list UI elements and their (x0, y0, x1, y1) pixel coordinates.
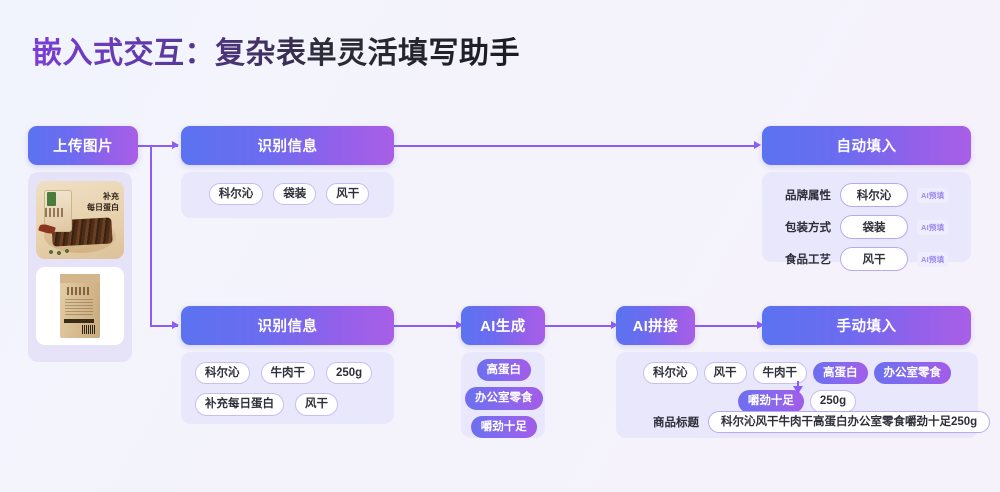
arrowhead-to-autofill (754, 141, 761, 149)
node-manual-fill-label: 手动填入 (836, 319, 897, 335)
tag-pill[interactable]: 科尔沁 (643, 362, 698, 385)
node-auto-fill-label: 自动填入 (836, 139, 897, 155)
tag-pill[interactable]: 办公室零食 (465, 387, 543, 410)
auto-fill-field-row: 包装方式袋装 AI预填 (785, 215, 955, 239)
connector-aigen-to-aimerge (545, 325, 615, 327)
connector-merge-down (797, 381, 799, 389)
arrowhead-to-aigen (456, 321, 463, 329)
node-recognize-bottom-header[interactable]: 识别信息 (181, 306, 394, 345)
ai-merge-result-value[interactable]: 科尔沁风干牛肉干高蛋白办公室零食嚼劲十足250g (708, 411, 991, 434)
kraft-paper-bag-photo[interactable] (36, 267, 124, 345)
field-value[interactable]: 科尔沁 (840, 183, 908, 207)
node-recognize-top-header[interactable]: 识别信息 (181, 126, 394, 165)
ai-merge-result-row: 商品标题 科尔沁风干牛肉干高蛋白办公室零食嚼劲十足250g (653, 411, 991, 434)
photo-caption-line2: 每日蛋白 (87, 203, 119, 212)
ai-prefill-badge: AI预填 (917, 219, 949, 235)
ai-generate-tag-list: 高蛋白办公室零食嚼劲十足 (465, 359, 543, 439)
node-ai-generate-header[interactable]: AI生成 (461, 306, 545, 345)
connector-branch-to-top (150, 145, 178, 147)
field-label: 品牌属性 (785, 190, 831, 202)
node-recognize-top-label: 识别信息 (257, 139, 318, 155)
recognize-bottom-tag-list: 科尔沁牛肉干 250g 补充每日蛋白风干 (195, 362, 383, 416)
tag-pill[interactable]: 科尔沁 (195, 362, 250, 385)
ai-prefill-badge: AI预填 (917, 187, 949, 203)
connector-recognize-top-to-autofill (394, 145, 758, 147)
photo-caption-line1: 补充 (103, 192, 119, 201)
tag-pill[interactable]: 250g (809, 390, 857, 413)
node-recognize-bottom-label: 识别信息 (257, 319, 318, 335)
upload-image-gallery[interactable]: 补充 每日蛋白 (28, 172, 132, 362)
tag-pill[interactable]: 风干 (326, 183, 370, 206)
field-value[interactable]: 风干 (840, 247, 908, 271)
tag-pill[interactable]: 办公室零食 (873, 362, 951, 385)
connector-branch-to-bottom (150, 325, 178, 327)
tag-pill[interactable]: 牛肉干 (752, 362, 807, 385)
tag-pill[interactable]: 风干 (703, 362, 747, 385)
node-ai-generate-label: AI生成 (480, 319, 526, 335)
ai-merge-result-label: 商品标题 (653, 417, 699, 430)
auto-fill-field-row: 食品工艺风干 AI预填 (785, 247, 955, 271)
arrowhead-to-recognize-top (172, 141, 179, 149)
tag-pill[interactable]: 250g (326, 362, 373, 385)
connector-recognize-bottom-to-aigen (394, 325, 460, 327)
connector-upload-branch (138, 145, 152, 147)
tag-pill[interactable]: 袋装 (273, 183, 317, 206)
tag-pill[interactable]: 高蛋白 (813, 362, 868, 385)
beef-jerky-plate-photo[interactable]: 补充 每日蛋白 (36, 181, 124, 259)
arrowhead-to-manual (757, 321, 764, 329)
arrowhead-to-recognize-bottom (172, 321, 179, 329)
tag-pill[interactable]: 科尔沁 (208, 183, 264, 206)
arrowhead-merge-down (793, 386, 803, 394)
arrowhead-to-aimerge (611, 321, 618, 329)
node-auto-fill-header[interactable]: 自动填入 (762, 126, 971, 165)
field-value[interactable]: 袋装 (840, 215, 908, 239)
auto-fill-field-row: 品牌属性科尔沁 AI预填 (785, 183, 955, 207)
node-upload-header[interactable]: 上传图片 (28, 126, 138, 165)
ai-prefill-badge: AI预填 (917, 251, 949, 267)
tag-pill[interactable]: 补充每日蛋白 (195, 393, 284, 416)
tag-pill[interactable]: 嚼劲十足 (737, 390, 804, 413)
node-upload-label: 上传图片 (53, 139, 113, 155)
connector-branch-vertical (150, 145, 152, 326)
node-ai-merge-label: AI拼接 (632, 319, 679, 335)
field-label: 食品工艺 (785, 254, 831, 266)
node-ai-merge-header[interactable]: AI拼接 (616, 306, 695, 345)
tag-pill[interactable]: 嚼劲十足 (470, 415, 537, 439)
tag-pill[interactable]: 牛肉干 (260, 362, 315, 385)
connector-aimerge-to-manual (695, 325, 761, 327)
field-label: 包装方式 (785, 222, 831, 234)
tag-pill[interactable]: 风干 (295, 393, 338, 416)
node-manual-fill-header[interactable]: 手动填入 (762, 306, 971, 345)
tag-pill[interactable]: 高蛋白 (476, 359, 531, 382)
page-title: 嵌入式交互：复杂表单灵活填写助手 (32, 28, 520, 72)
recognize-top-tag-list: 科尔沁袋装风干 (193, 183, 385, 206)
